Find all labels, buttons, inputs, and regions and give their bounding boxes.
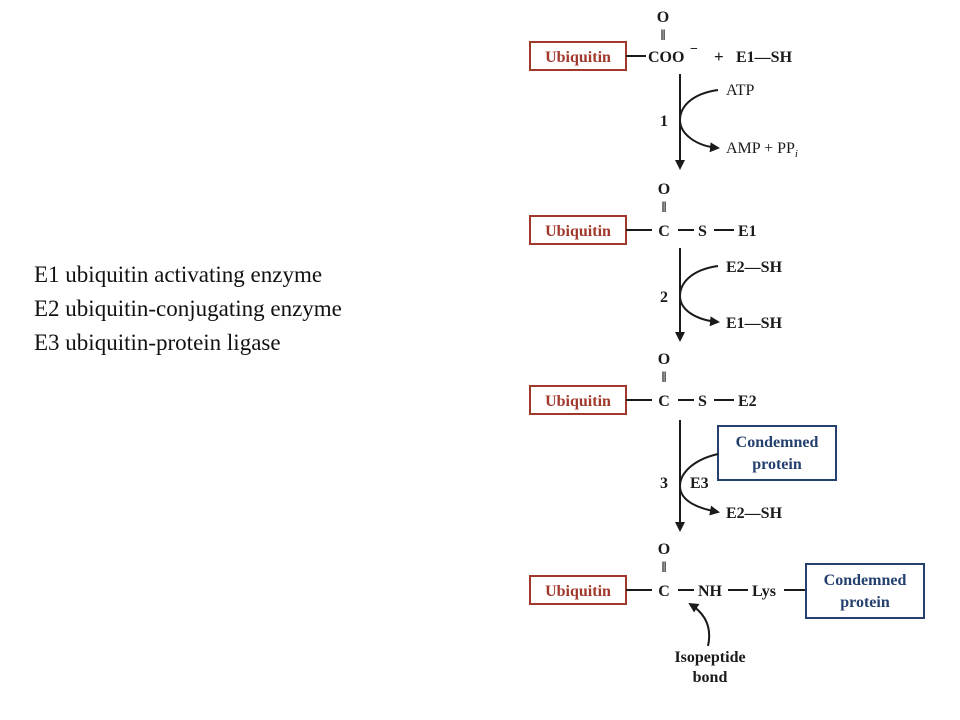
- double-bond-3: ‖: [662, 370, 667, 386]
- isopeptide-label-line2: bond: [693, 669, 728, 686]
- carbon-2: C: [658, 223, 670, 240]
- isopeptide-label-line1: Isopeptide: [674, 649, 745, 666]
- step-2: 2 E2—SH E1—SH: [660, 248, 783, 342]
- step-3: Condemned protein 3 E3 E2—SH: [660, 420, 837, 532]
- double-bond-1: ‖: [661, 28, 666, 44]
- oxygen-4: O: [658, 541, 670, 558]
- oxygen-3: O: [658, 351, 670, 368]
- sulfur-3: S: [698, 393, 707, 410]
- step1-curved-arrow: [678, 89, 720, 153]
- ubiquitin-label-3: Ubiquitin: [545, 393, 611, 410]
- condemned-protein-input-box: [717, 425, 837, 481]
- legend-e3: E3 ubiquitin-protein ligase: [34, 330, 281, 355]
- legend-e2: E2 ubiquitin-conjugating enzyme: [34, 296, 342, 321]
- row-thioester-e1: Ubiquitin O ‖ C S E1: [529, 181, 757, 245]
- carbon-3: C: [658, 393, 670, 410]
- isopeptide-arrow: [688, 602, 711, 647]
- row-ubiquitin-carboxylate: Ubiquitin O ‖ COO − + E1—SH: [529, 9, 793, 71]
- oxygen-2: O: [658, 181, 670, 198]
- step3-curved-arrow: [678, 453, 720, 516]
- ubiquitin-label-4: Ubiquitin: [545, 583, 611, 600]
- enzyme-e1: E1: [738, 223, 757, 240]
- e2-sh-output: E2—SH: [726, 505, 783, 522]
- double-bond-4: ‖: [662, 560, 667, 576]
- step-1: 1 ATP AMP + PPi: [660, 74, 798, 170]
- oxygen-1: O: [657, 9, 669, 26]
- condemned-protein-input-line1: Condemned: [736, 434, 819, 451]
- e1-sh-reactant: E1—SH: [736, 49, 793, 66]
- ubiquitin-label-1: Ubiquitin: [545, 49, 611, 66]
- carboxylate-group: COO: [648, 49, 684, 66]
- plus-sign: +: [714, 47, 724, 66]
- condemned-protein-product-box: [805, 563, 925, 619]
- negative-charge: −: [690, 42, 698, 57]
- row-thioester-e2: Ubiquitin O ‖ C S E2: [529, 351, 757, 415]
- step3-number: 3: [660, 475, 668, 492]
- legend-e1: E1 ubiquitin activating enzyme: [34, 262, 323, 287]
- amp-ppi-output: AMP + PPi: [726, 140, 798, 160]
- condemned-protein-product-line2: protein: [840, 594, 890, 611]
- double-bond-2: ‖: [662, 200, 667, 216]
- isopeptide-bond-annotation: Isopeptide bond: [674, 602, 746, 686]
- step2-number: 2: [660, 289, 668, 306]
- condemned-protein-product-line1: Condemned: [824, 572, 907, 589]
- enzyme-legend: E1 ubiquitin activating enzyme E2 ubiqui…: [34, 258, 342, 360]
- carbon-4: C: [658, 583, 670, 600]
- lysine-residue: Lys: [752, 583, 776, 600]
- condemned-protein-input-line2: protein: [752, 456, 802, 473]
- e3-enzyme-label: E3: [690, 475, 709, 492]
- sulfur-2: S: [698, 223, 707, 240]
- ubiquitin-label-2: Ubiquitin: [545, 223, 611, 240]
- nh-group: NH: [698, 583, 723, 600]
- step2-curved-arrow: [678, 265, 720, 327]
- row-isopeptide-product: Ubiquitin O ‖ C NH Lys Condemned protein: [529, 541, 925, 619]
- atp-input: ATP: [726, 82, 755, 99]
- enzyme-e2: E2: [738, 393, 757, 410]
- step1-number: 1: [660, 113, 668, 130]
- e1-sh-output: E1—SH: [726, 315, 783, 332]
- e2-sh-input: E2—SH: [726, 259, 783, 276]
